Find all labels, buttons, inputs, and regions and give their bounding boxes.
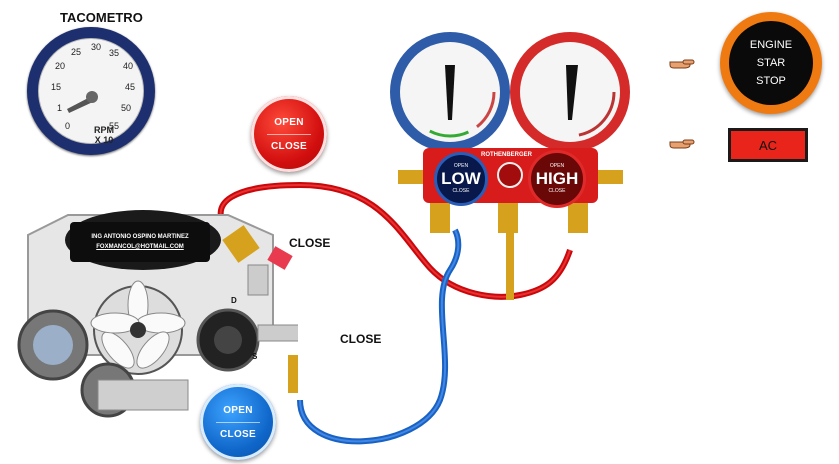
stop-label: STOP: [756, 72, 786, 90]
discharge-valve-state: CLOSE: [289, 236, 330, 250]
high-valve-open-label: OPEN: [274, 117, 304, 128]
engine-label: ENGINE: [750, 36, 792, 54]
author-name: ING ANTONIO OSPINO MARTINEZ: [91, 232, 188, 242]
star-label: STAR: [757, 54, 786, 72]
manifold-gauge-set: [388, 20, 638, 235]
engine-start-stop-button[interactable]: ENGINE STAR STOP: [720, 12, 822, 114]
ac-button[interactable]: AC: [728, 128, 808, 162]
low-knob-close: CLOSE: [453, 188, 470, 195]
low-valve-divider: [216, 422, 260, 423]
suction-valve-state: CLOSE: [340, 332, 381, 346]
high-knob-close: CLOSE: [549, 188, 566, 195]
manifold-brand: ROTHENBERGER: [481, 152, 532, 158]
low-valve-close-label: CLOSE: [220, 429, 256, 440]
author-email: FOXMANCOL@HOTMAIL.COM: [96, 242, 184, 252]
high-valve-divider: [267, 134, 311, 135]
pointing-hand-icon: [668, 136, 696, 154]
suction-port-letter: S: [252, 352, 257, 361]
pointing-hand-icon: [668, 56, 696, 74]
high-knob[interactable]: OPEN HIGH CLOSE: [528, 150, 586, 208]
author-plate: ING ANTONIO OSPINO MARTINEZ FOXMANCOL@HO…: [70, 222, 210, 262]
high-valve-close-label: CLOSE: [271, 141, 307, 152]
low-knob[interactable]: OPEN LOW CLOSE: [434, 152, 488, 206]
ac-button-label: AC: [731, 131, 805, 159]
engine-button-face: ENGINE STAR STOP: [729, 21, 813, 105]
high-side-valve-button[interactable]: OPEN CLOSE: [251, 96, 327, 172]
high-knob-label: HIGH: [536, 170, 579, 188]
discharge-port-letter: D: [231, 296, 237, 305]
low-knob-label: LOW: [441, 170, 481, 188]
